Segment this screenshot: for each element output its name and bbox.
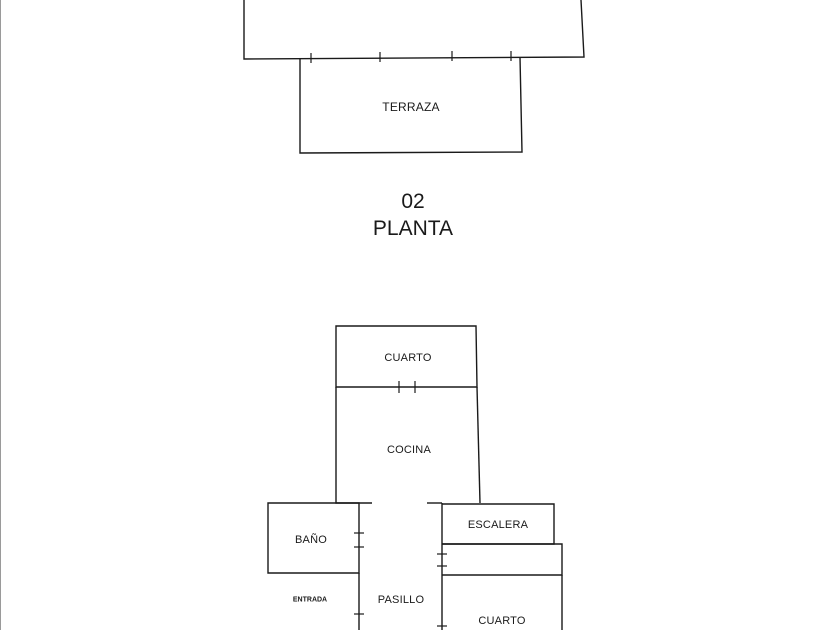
room-label-bano: BAÑO [295,534,327,546]
cocina-outline [335,387,372,504]
cocina-right-wall [476,386,481,504]
cuarto-door-ticks [398,381,416,393]
pasillo-right-ticks [437,553,447,627]
room-label-pasillo: PASILLO [377,594,425,606]
floor-label: PLANTA [372,217,454,240]
room-label-terraza: TERRAZA [382,100,440,114]
upper-room-ticks [310,51,512,63]
room-label-cuarto-bottom: CUARTO [478,615,526,627]
terraza-outline [299,56,523,154]
room-label-cocina: COCINA [387,444,431,456]
pasillo-left-ticks [354,532,364,615]
floor-number: 02 [401,190,425,213]
upper-room-outline [243,0,585,60]
landing-outline [442,543,563,576]
room-label-entrada: ENTRADA [292,596,328,604]
room-label-cuarto-top: CUARTO [384,352,432,364]
room-label-escalera: ESCALERA [467,519,529,531]
